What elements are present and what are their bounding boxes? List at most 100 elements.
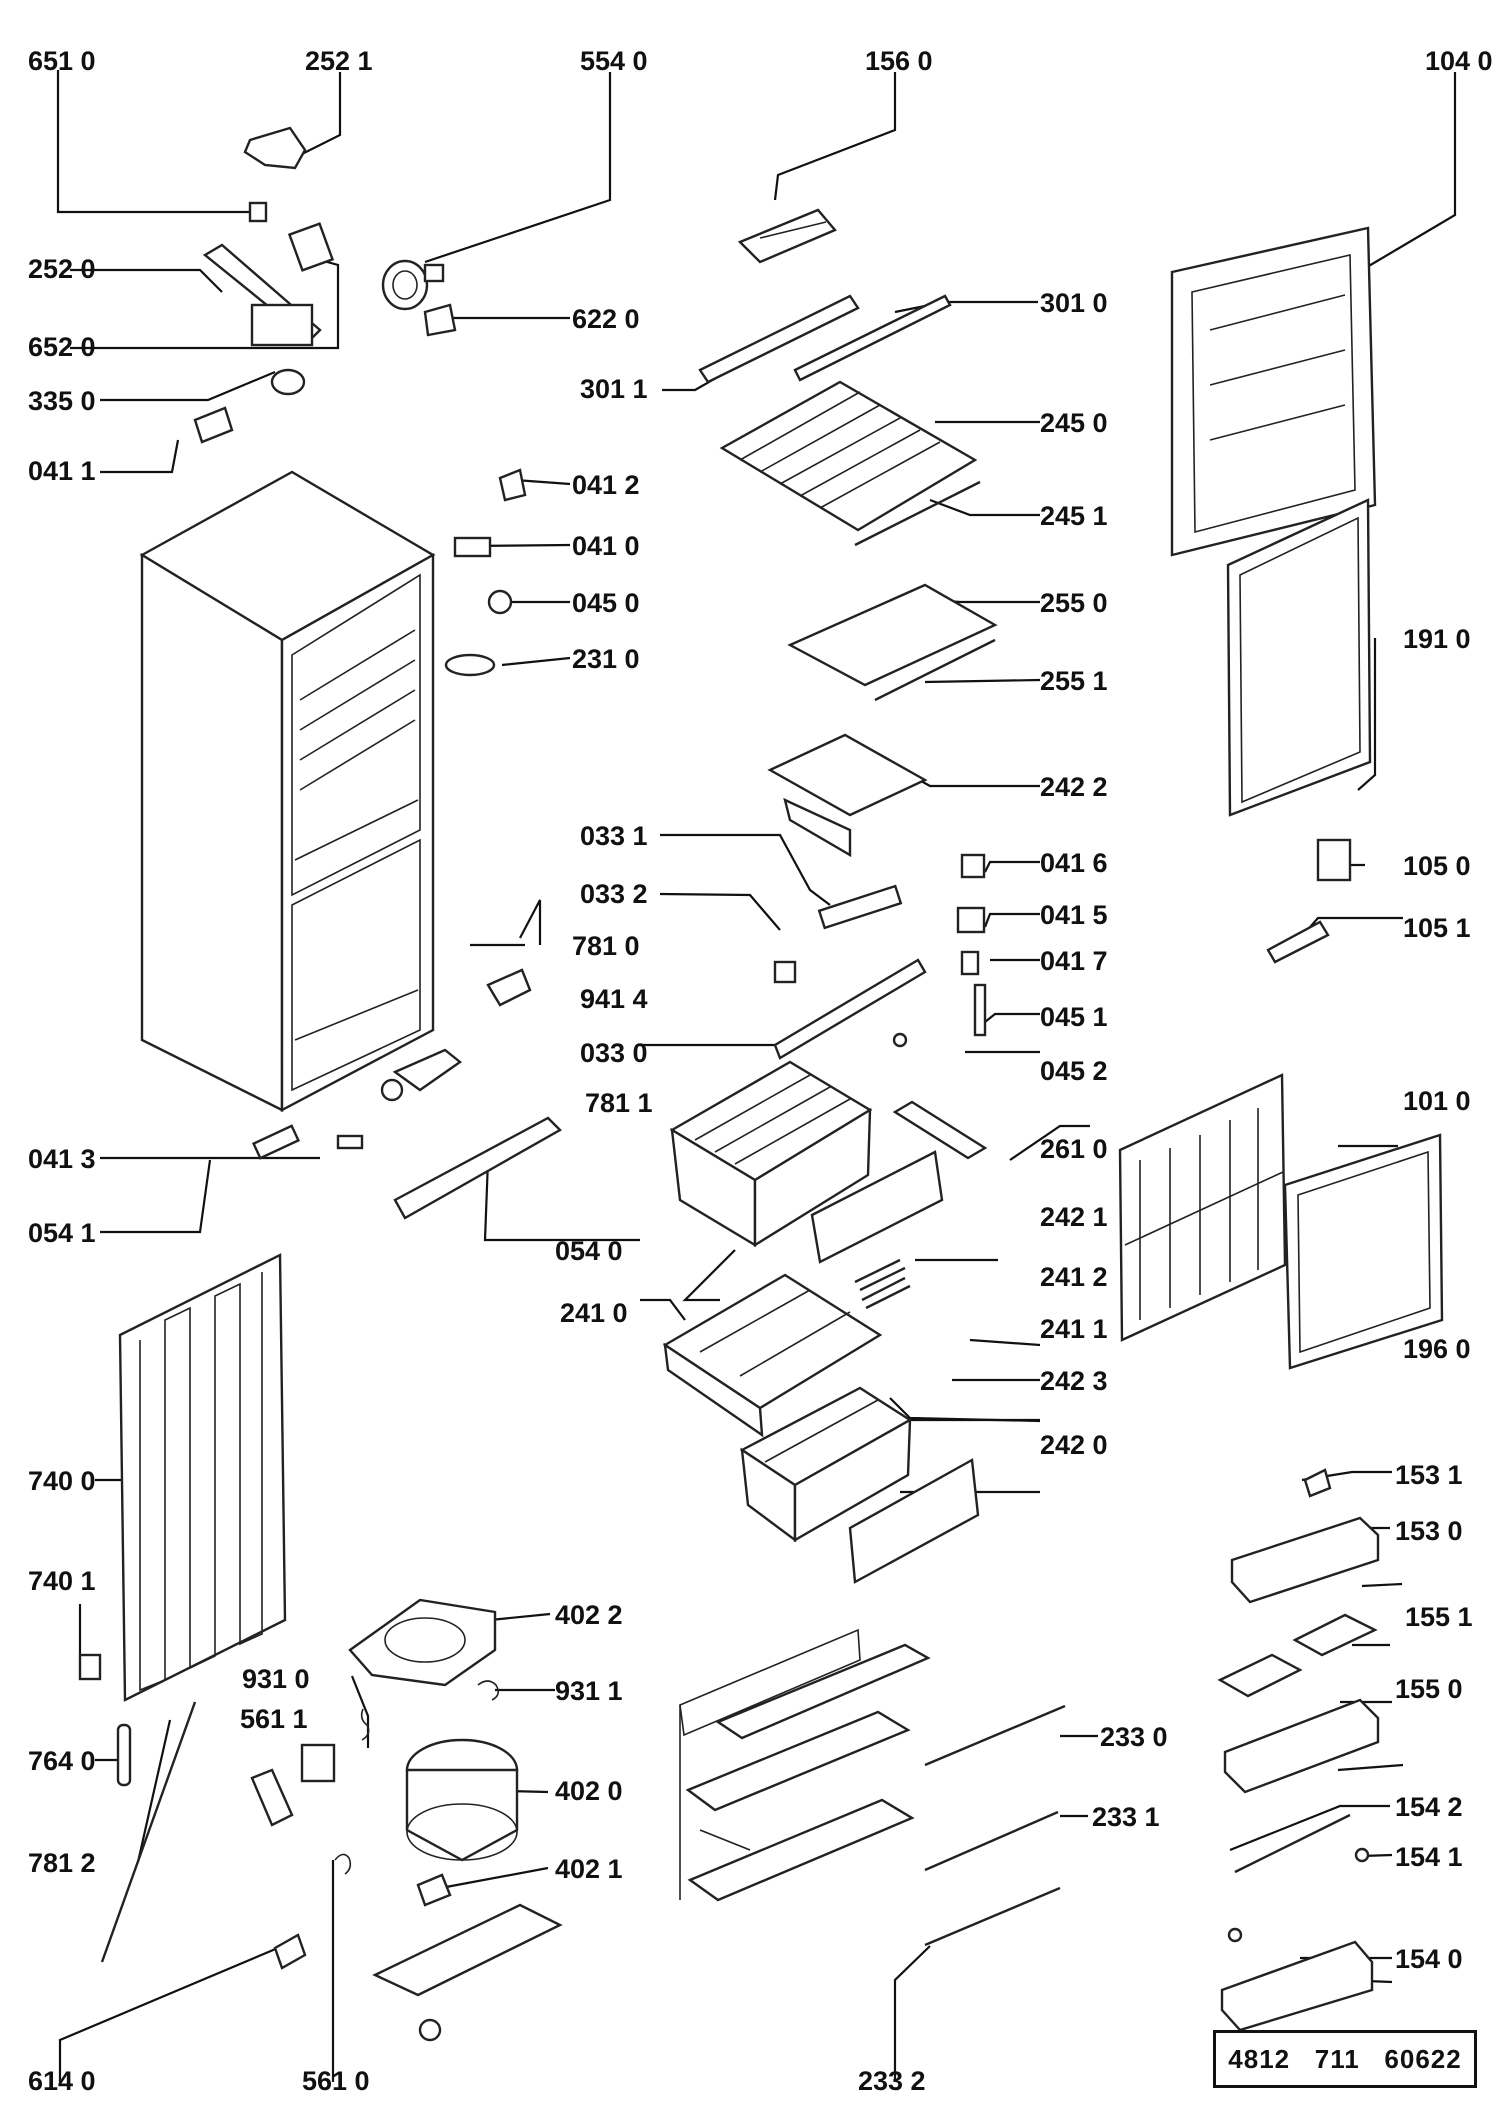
part-242-0 — [739, 1386, 913, 1543]
label-153-1: 153 1 — [1395, 1460, 1463, 1490]
label-764-0: 764 0 — [28, 1746, 96, 1776]
part-233-0 — [924, 1704, 1066, 1767]
part-554-0 — [381, 259, 445, 311]
part-261-0 — [892, 1100, 988, 1160]
label-191-0: 191 0 — [1403, 624, 1471, 654]
label-402-2: 402 2 — [555, 1600, 623, 1630]
label-054-0: 054 0 — [555, 1236, 623, 1266]
label-931-0: 931 0 — [242, 1664, 310, 1694]
label-561-1: 561 1 — [240, 1704, 308, 1734]
label-402-0: 402 0 — [555, 1776, 623, 1806]
part-105-0 — [1316, 838, 1352, 882]
label-101-0: 101 0 — [1403, 1086, 1471, 1116]
label-781-0: 781 0 — [572, 931, 640, 961]
label-033-2: 033 2 — [580, 879, 648, 909]
part-931-0 — [360, 1708, 370, 1741]
part-labels: 651 0 252 1 554 0 156 0 104 0 252 0 652 … — [28, 46, 1493, 2096]
part-233-2 — [924, 1886, 1061, 1947]
label-041-5: 041 5 — [1040, 900, 1108, 930]
label-104-0: 104 0 — [1425, 46, 1493, 76]
label-045-0: 045 0 — [572, 588, 640, 618]
part-045-2 — [892, 1032, 908, 1048]
part-561-0 — [334, 1853, 352, 1875]
part-614-0 — [273, 1933, 307, 1970]
part-245-1 — [854, 480, 981, 547]
part-041-0 — [453, 536, 492, 558]
part-740-1 — [78, 1653, 102, 1681]
label-261-0: 261 0 — [1040, 1134, 1108, 1164]
part-196-0 — [1283, 1133, 1444, 1370]
part-104-0 — [1170, 226, 1377, 557]
label-231-0: 231 0 — [572, 644, 640, 674]
label-245-0: 245 0 — [1040, 408, 1108, 438]
label-154-2: 154 2 — [1395, 1792, 1463, 1822]
part-233-rack — [679, 1628, 931, 1902]
part-652-0 — [287, 222, 335, 272]
part-301-1 — [698, 294, 860, 384]
label-242-3: 242 3 — [1040, 1366, 1108, 1396]
leader-lines — [56, 70, 1457, 2082]
part-255-0 — [787, 583, 998, 687]
label-561-0: 561 0 — [302, 2066, 370, 2096]
part-155-1b — [1217, 1653, 1303, 1698]
part-105-1 — [1266, 920, 1330, 964]
drawing-number-box: 4812 711 60622 — [1213, 2030, 1477, 2088]
part-764-0 — [116, 1723, 132, 1787]
part-033-0 — [773, 958, 927, 1060]
label-155-0: 155 0 — [1395, 1674, 1463, 1704]
label-651-0: 651 0 — [28, 46, 96, 76]
part-154-0 — [1220, 1940, 1374, 2032]
part-252-1 — [243, 126, 307, 170]
label-255-1: 255 1 — [1040, 666, 1108, 696]
label-554-0: 554 0 — [580, 46, 648, 76]
label-931-1: 931 1 — [555, 1676, 623, 1706]
part-freezer-drawer-front — [848, 1458, 980, 1584]
part-231-0 — [444, 653, 496, 677]
part-041-6 — [960, 853, 986, 879]
part-041-5 — [956, 906, 986, 934]
label-196-0: 196 0 — [1403, 1334, 1471, 1364]
label-233-2: 233 2 — [858, 2066, 926, 2096]
label-105-0: 105 0 — [1403, 851, 1471, 881]
label-252-0: 252 0 — [28, 254, 96, 284]
part-242-1 — [810, 1150, 944, 1264]
label-242-1: 242 1 — [1040, 1202, 1108, 1232]
label-154-0: 154 0 — [1395, 1944, 1463, 1974]
label-156-0: 156 0 — [865, 46, 933, 76]
label-041-1: 041 1 — [28, 456, 96, 486]
part-compressor-base — [372, 1903, 563, 1997]
part-622-0 — [423, 303, 457, 337]
part-241-0 — [669, 1060, 873, 1248]
label-155-1: 155 1 — [1405, 1602, 1473, 1632]
part-041-2 — [498, 468, 527, 502]
drawing-number: 4812 711 60622 — [1228, 2043, 1462, 2074]
part-155-0 — [1223, 1698, 1380, 1794]
part-781-2 — [100, 1701, 197, 1963]
label-241-1: 241 1 — [1040, 1314, 1108, 1344]
label-740-1: 740 1 — [28, 1566, 96, 1596]
parts — [78, 126, 1444, 2042]
part-045-1 — [973, 983, 987, 1037]
label-740-0: 740 0 — [28, 1466, 96, 1496]
part-941-4 — [486, 968, 532, 1007]
label-241-2: 241 2 — [1040, 1262, 1108, 1292]
part-242-3 — [662, 1273, 883, 1438]
label-781-1: 781 1 — [585, 1088, 653, 1118]
part-402-2 — [348, 1598, 497, 1687]
part-154-1b — [1227, 1927, 1243, 1943]
part-242-2 — [767, 733, 928, 858]
label-614-0: 614 0 — [28, 2066, 96, 2096]
part-041-1 — [193, 406, 234, 444]
part-101-0 — [1118, 1073, 1287, 1342]
part-033-2 — [773, 960, 797, 984]
label-252-1: 252 1 — [305, 46, 373, 76]
part-241-1 — [861, 1276, 911, 1310]
part-301-0 — [793, 294, 952, 382]
part-252-0 — [202, 243, 322, 347]
label-255-0: 255 0 — [1040, 588, 1108, 618]
label-105-1: 105 1 — [1403, 913, 1471, 943]
part-base-foot — [418, 2018, 442, 2042]
label-045-1: 045 1 — [1040, 1002, 1108, 1032]
part-155-1 — [1292, 1613, 1378, 1657]
part-154-2 — [1234, 1813, 1351, 1874]
